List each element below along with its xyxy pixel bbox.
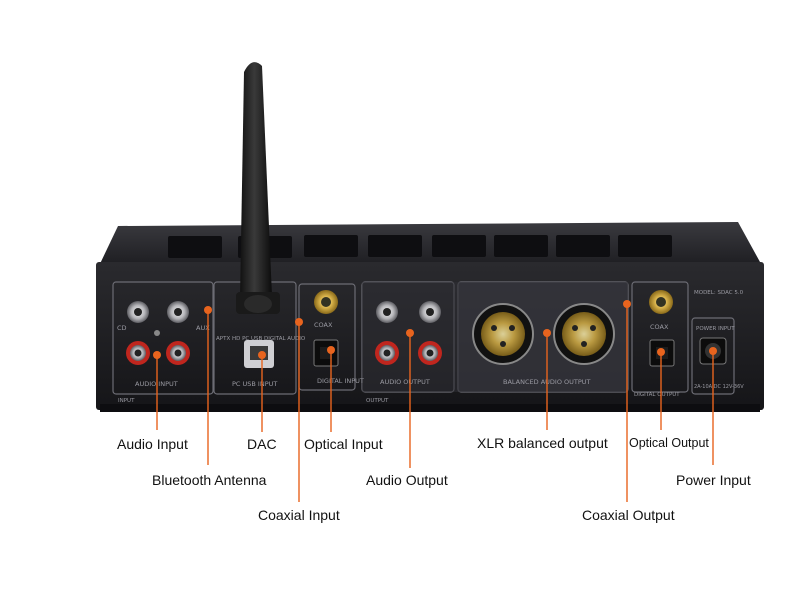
audio-input-jacks <box>126 301 190 365</box>
callout-dots <box>153 300 717 359</box>
callout-bluetooth-antenna: Bluetooth Antenna <box>152 472 267 488</box>
svg-text:COAX: COAX <box>314 321 333 329</box>
svg-text:COAX: COAX <box>650 323 669 331</box>
svg-text:AUDIO OUTPUT: AUDIO OUTPUT <box>380 378 430 386</box>
svg-text:INPUT: INPUT <box>118 398 135 404</box>
callout-optical-output: Optical Output <box>629 436 709 450</box>
svg-text:AUX: AUX <box>196 324 210 332</box>
callout-dac: DAC <box>247 436 277 452</box>
svg-text:APTX HD PC USB DIGITAL AUDIO: APTX HD PC USB DIGITAL AUDIO <box>216 336 306 342</box>
callout-coaxial-output: Coaxial Output <box>582 507 675 523</box>
svg-text:PC USB INPUT: PC USB INPUT <box>232 380 277 388</box>
antenna <box>236 62 280 314</box>
svg-text:POWER INPUT: POWER INPUT <box>696 326 735 332</box>
callout-coaxial-input: Coaxial Input <box>258 507 340 523</box>
callout-audio-input: Audio Input <box>117 436 188 452</box>
xlr-connectors <box>472 303 615 365</box>
svg-text:DIGITAL INPUT: DIGITAL INPUT <box>317 377 364 385</box>
svg-text:OUTPUT: OUTPUT <box>366 398 389 404</box>
audio-output-jacks <box>375 301 442 365</box>
callout-lines <box>156 304 714 502</box>
svg-text:MODEL: SDAC 5.0: MODEL: SDAC 5.0 <box>694 290 744 296</box>
svg-text:CD: CD <box>117 324 127 332</box>
callout-audio-output: Audio Output <box>366 472 448 488</box>
svg-text:2A-10A DC 12V-36V: 2A-10A DC 12V-36V <box>694 384 744 390</box>
callout-power-input: Power Input <box>676 472 751 488</box>
callout-xlr-balanced-output: XLR balanced output <box>477 435 608 451</box>
svg-text:DIGITAL OUTPUT: DIGITAL OUTPUT <box>634 392 680 398</box>
callout-optical-input: Optical Input <box>304 436 383 452</box>
